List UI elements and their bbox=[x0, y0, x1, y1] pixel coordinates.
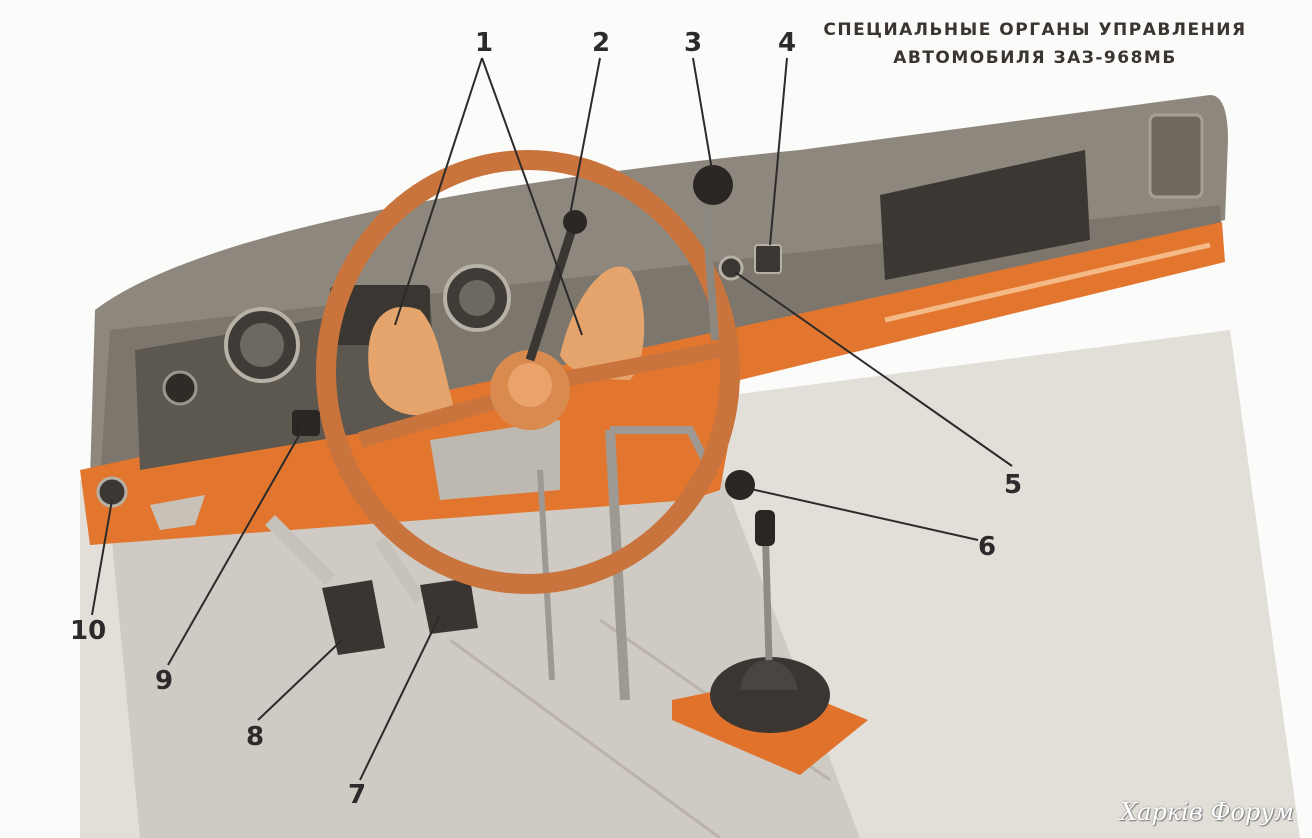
switch-9 bbox=[292, 410, 320, 436]
leader-lines bbox=[91, 57, 1013, 781]
knob-3 bbox=[693, 165, 733, 205]
brake-pedal-arm bbox=[265, 515, 335, 585]
vent bbox=[1148, 113, 1204, 199]
leader-6 bbox=[741, 486, 979, 541]
leader-1b bbox=[481, 57, 583, 336]
diagram-title-line-2: АВТОМОБИЛЯ ЗАЗ-968МБ bbox=[893, 48, 1177, 68]
callout-1: 1 bbox=[475, 28, 494, 58]
diagram-title-line-1: СПЕЦИАЛЬНЫЕ ОРГАНЫ УПРАВЛЕНИЯ bbox=[823, 20, 1247, 40]
wheel-pad-right bbox=[560, 266, 645, 380]
brake-pedal bbox=[322, 580, 385, 655]
leader-1a bbox=[394, 57, 483, 326]
wheel-hub-center bbox=[508, 363, 552, 407]
gauge-left-face bbox=[240, 323, 284, 367]
glovebox bbox=[880, 150, 1090, 280]
leader-10 bbox=[91, 499, 113, 616]
tunnel-line bbox=[449, 638, 721, 838]
knob-6 bbox=[725, 470, 755, 500]
orange-trim bbox=[80, 222, 1225, 545]
accelerator-arm bbox=[375, 536, 425, 604]
wheel-spoke-right bbox=[558, 342, 722, 388]
floor-shadow bbox=[110, 470, 860, 838]
leader-5 bbox=[734, 271, 1013, 467]
gear-knob bbox=[755, 510, 775, 546]
gauge-right-face bbox=[459, 280, 495, 316]
wheel-pad-left bbox=[368, 306, 455, 416]
callout-5: 5 bbox=[1004, 470, 1023, 500]
accelerator-pedal bbox=[420, 578, 478, 634]
steering-column bbox=[430, 420, 560, 500]
steering-wheel bbox=[316, 150, 740, 594]
hood-release bbox=[150, 495, 205, 530]
leader-7 bbox=[359, 614, 441, 781]
gear-boot-top bbox=[740, 660, 798, 690]
leader-8 bbox=[257, 639, 343, 721]
leader-4 bbox=[769, 57, 788, 246]
hazard-switch bbox=[162, 370, 198, 406]
gear-boot bbox=[710, 657, 830, 733]
callout-3: 3 bbox=[684, 28, 703, 58]
watermark: Харків Форум bbox=[1120, 798, 1294, 826]
choke-rod bbox=[701, 199, 719, 341]
callout-8: 8 bbox=[246, 722, 265, 752]
switch-4 bbox=[754, 244, 782, 274]
column-lever bbox=[525, 218, 580, 362]
wheel-spoke-left bbox=[357, 392, 503, 448]
trim-highlight bbox=[884, 242, 1211, 323]
switch-10 bbox=[96, 476, 128, 508]
callout-7: 7 bbox=[348, 780, 367, 810]
leader-9 bbox=[167, 424, 306, 666]
callout-10: 10 bbox=[70, 616, 107, 646]
callout-6: 6 bbox=[978, 532, 997, 562]
lever-knob-2 bbox=[563, 210, 587, 234]
leader-3 bbox=[692, 57, 713, 171]
callout-9: 9 bbox=[155, 666, 174, 696]
leader-2 bbox=[569, 57, 601, 216]
callout-2: 2 bbox=[592, 28, 611, 58]
callout-4: 4 bbox=[778, 28, 797, 58]
